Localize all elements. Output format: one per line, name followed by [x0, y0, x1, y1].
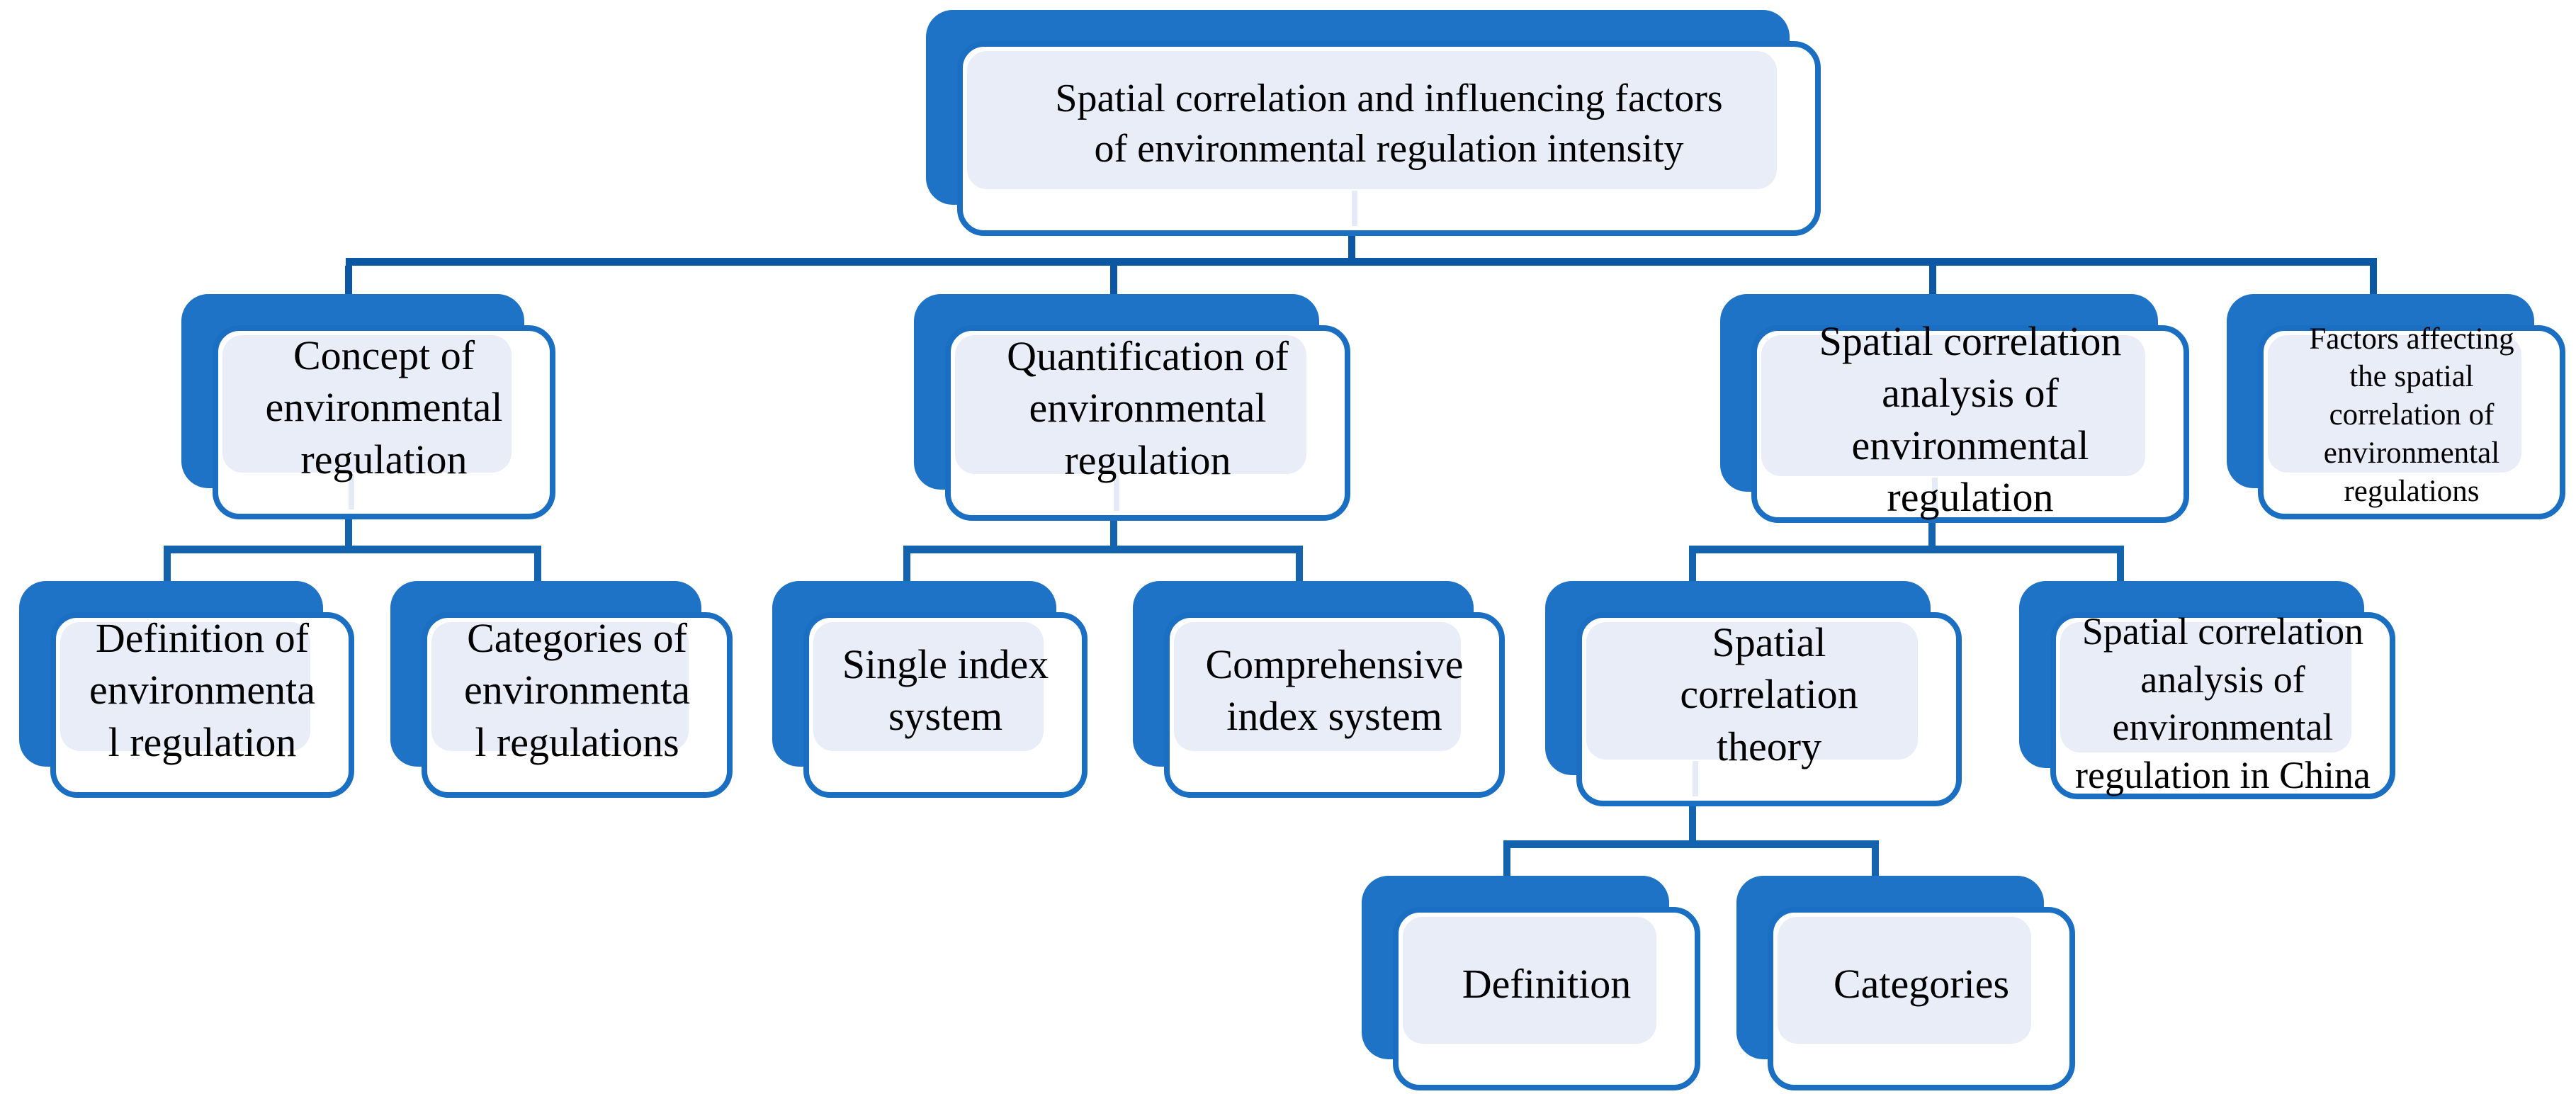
node-single-index: Single index system: [772, 581, 1088, 798]
node-comprehensive-index-card: Comprehensive index system: [1164, 612, 1505, 798]
node-root: Spatial correlation and influencing fact…: [926, 10, 1821, 236]
node-definition-env-card: Definition of environmenta l regulation: [50, 612, 354, 798]
node-definition-env-fill: [60, 622, 310, 751]
node-categories-label: Categories: [1833, 960, 2010, 1007]
node-theory-fill: [1586, 622, 1918, 760]
node-spatial-analysis-fill: [1761, 335, 2145, 476]
node-spatial-analysis-card: Spatial correlation analysis of environm…: [1751, 318, 2189, 523]
node-concept-seam: [349, 474, 354, 509]
node-factors: Factors affecting the spatial correlatio…: [2227, 294, 2565, 519]
node-quantification-seam: [1114, 475, 1119, 511]
node-root-seam: [1352, 191, 1357, 226]
node-categories-env-card: Categories of environmenta l regulations: [422, 612, 733, 798]
node-categories-card: Categories: [1768, 907, 2075, 1090]
node-concept-fill: [222, 335, 512, 473]
node-china: Spatial correlation analysis of environm…: [2019, 581, 2395, 799]
node-china-fill: [2060, 622, 2351, 752]
node-quantification: Quantification of environmental regulati…: [914, 294, 1350, 521]
node-definition-label: Definition: [1462, 960, 1632, 1007]
node-root-label: Spatial correlation and influencing fact…: [1055, 76, 1723, 171]
connector-stub-concept: [345, 266, 352, 294]
connector-stub-china: [2117, 553, 2124, 581]
connector-stub-theory: [1689, 553, 1696, 581]
connector-quant-rail: [903, 546, 1303, 553]
node-spatial-analysis-label: Spatial correlation analysis of environm…: [1819, 318, 2122, 520]
connector-stub-categories-env: [534, 553, 541, 581]
node-concept-label: Concept of environmental regulation: [265, 332, 503, 483]
connector-root-stub: [1348, 236, 1355, 258]
node-factors-fill: [2268, 335, 2521, 473]
node-comprehensive-index-label: Comprehensive index system: [1205, 641, 1464, 739]
connector-theory-upstub: [1689, 806, 1696, 840]
connector-stub-definition: [1503, 848, 1510, 876]
node-china-card: Spatial correlation analysis of environm…: [2050, 610, 2395, 799]
connector-stub-categories: [1872, 848, 1879, 876]
connector-stub-comprehensive-index: [1296, 553, 1303, 581]
connector-theory-rail: [1503, 840, 1879, 848]
node-categories-fill: [1778, 917, 2031, 1044]
node-categories: Categories: [1736, 876, 2075, 1090]
node-definition: Definition: [1362, 876, 1700, 1090]
node-quantification-label: Quantification of environmental regulati…: [1007, 333, 1289, 483]
connector-stub-definition-env: [164, 553, 171, 581]
node-factors-card: Factors affecting the spatial correlatio…: [2258, 322, 2565, 519]
node-definition-card: Definition: [1393, 907, 1700, 1090]
node-single-index-card: Single index system: [803, 612, 1088, 798]
connector-concept-rail: [164, 546, 541, 553]
node-categories-env-regulations: Categories of environmenta l regulations: [390, 581, 733, 798]
node-theory-label: Spatial correlation theory: [1680, 619, 1858, 769]
node-spatial-analysis-seam: [1932, 478, 1938, 513]
node-theory-card: Spatial correlation theory: [1576, 612, 1962, 806]
node-quantification-card: Quantification of environmental regulati…: [945, 325, 1350, 521]
node-definition-env-regulation: Definition of environmenta l regulation: [19, 581, 354, 798]
node-theory: Spatial correlation theory: [1545, 581, 1962, 806]
node-categories-env-fill: [431, 622, 689, 751]
node-root-card: Spatial correlation and influencing fact…: [957, 41, 1821, 236]
node-quantification-fill: [955, 335, 1306, 474]
connector-stub-factors: [2370, 266, 2377, 294]
node-single-index-fill: [813, 622, 1044, 751]
node-definition-env-label: Definition of environmenta l regulation: [89, 615, 315, 765]
connector-spatial-upstub: [1928, 523, 1936, 546]
node-categories-env-label: Categories of environmenta l regulations: [464, 615, 690, 765]
node-root-fill: [967, 51, 1777, 189]
connector-concept-upstub: [345, 519, 352, 546]
connector-stub-single-index: [903, 553, 910, 581]
connector-stub-spatial-analysis: [1929, 266, 1936, 294]
node-definition-fill: [1403, 917, 1656, 1044]
node-comprehensive-index-fill: [1174, 622, 1461, 751]
node-single-index-label: Single index system: [842, 641, 1049, 739]
node-concept: Concept of environmental regulation: [181, 294, 555, 519]
node-theory-seam: [1693, 761, 1698, 796]
node-china-label: Spatial correlation analysis of environm…: [2075, 610, 2371, 796]
connector-spatial-rail: [1689, 546, 2124, 553]
node-factors-label: Factors affecting the spatial correlatio…: [2309, 322, 2514, 508]
connector-main-rail: [346, 258, 2377, 266]
node-spatial-analysis: Spatial correlation analysis of environm…: [1720, 294, 2189, 523]
connector-quant-upstub: [1110, 521, 1117, 546]
node-comprehensive-index: Comprehensive index system: [1133, 581, 1505, 798]
node-concept-card: Concept of environmental regulation: [213, 325, 555, 519]
connector-stub-quantification: [1110, 266, 1117, 294]
